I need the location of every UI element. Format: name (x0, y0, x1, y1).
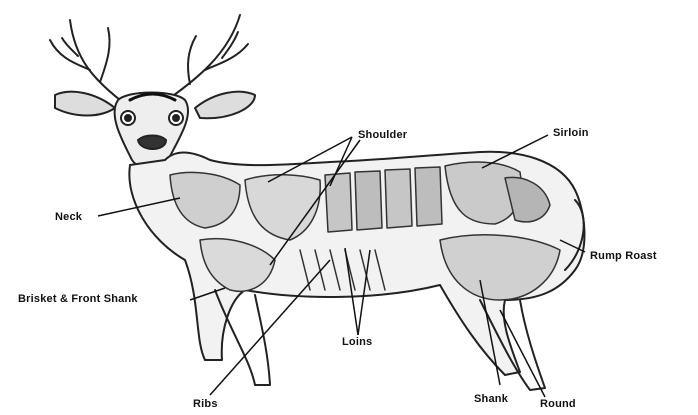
label-round: Round (540, 398, 576, 410)
label-rump-roast: Rump Roast (590, 250, 657, 262)
label-loins: Loins (342, 336, 372, 348)
label-shoulder: Shoulder (358, 129, 407, 141)
label-sirloin: Sirloin (553, 127, 589, 139)
label-ribs: Ribs (193, 398, 218, 410)
label-brisket-front-shank: Brisket & Front Shank (18, 293, 138, 305)
antlers (50, 15, 248, 100)
label-neck: Neck (55, 211, 82, 223)
label-shank: Shank (474, 393, 508, 405)
head (55, 92, 255, 169)
